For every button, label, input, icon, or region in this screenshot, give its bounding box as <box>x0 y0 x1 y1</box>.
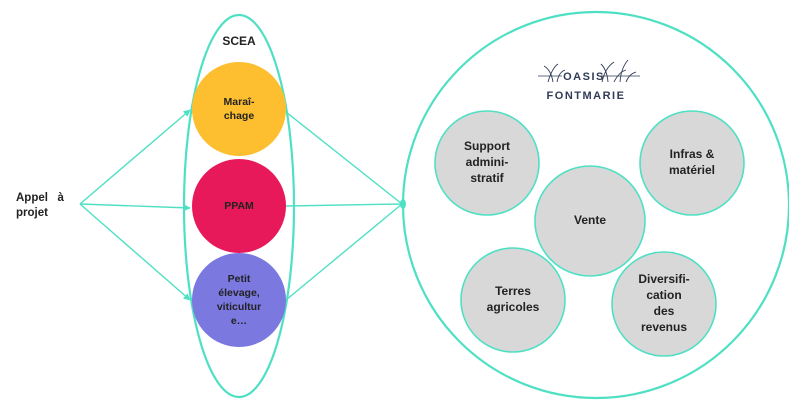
scea-node-label: Petit élevage, viticultur e… <box>217 273 261 327</box>
label-line: Vente <box>574 213 606 227</box>
oasis-node-label: Support admini-stratif <box>464 139 510 185</box>
label-line: Diversifi- <box>638 272 689 286</box>
label-line: Support <box>464 139 510 153</box>
oasis-node-diversification: Diversifi-cation des revenus <box>611 251 717 357</box>
line-elevage-to-oasis <box>285 203 403 301</box>
oasis-fontmarie-logo: OASIS FONTMARIE <box>538 59 640 102</box>
label-line: chage <box>224 110 255 122</box>
oasis-node-circle <box>639 110 745 216</box>
label-line: PPAM <box>224 200 254 212</box>
label-line: admini- <box>466 155 509 169</box>
scea-node-maraichage: Maraî-chage <box>192 62 286 156</box>
oasis-node-label: Diversifi-cation des revenus <box>638 272 689 334</box>
label-line: Maraî- <box>224 96 255 108</box>
oasis-node-circle <box>611 251 717 357</box>
oasis-node-label: Vente <box>574 213 606 227</box>
oasis-fontmarie-container <box>401 10 789 400</box>
leaf-illustration-icon <box>543 59 637 83</box>
scea-node-ppam: PPAM <box>192 159 286 253</box>
label-line: Infras & <box>670 147 715 161</box>
arrow-projet-to-ppam <box>79 203 191 212</box>
label-line: stratif <box>470 171 504 185</box>
oasis-node-support: Support admini-stratif <box>434 110 540 216</box>
label-line: élevage, <box>218 287 260 299</box>
line-ppam-to-oasis <box>285 203 403 207</box>
label-line: Appel à <box>16 192 65 204</box>
oasis-node-label: Terres agricoles <box>487 284 540 314</box>
line-maraichage-to-oasis <box>285 111 403 205</box>
label-line: Petit <box>228 273 251 285</box>
appel-a-projet-label: Appel à projet <box>16 192 65 219</box>
arrow-projet-to-maraichage <box>79 109 191 205</box>
label-line: cation <box>646 288 681 302</box>
logo-oasis-text: OASIS <box>563 71 605 83</box>
label-line: e… <box>231 315 247 327</box>
oasis-node-infras: Infras & matériel <box>639 110 745 216</box>
oasis-nodes: Support admini-stratif Infras & matérielVen… <box>434 110 745 357</box>
label-line: projet <box>16 207 48 219</box>
scea-node-circle <box>192 253 286 347</box>
oasis-node-circle <box>434 110 540 216</box>
logo-fontmarie-text: FONTMARIE <box>547 90 626 102</box>
scea-node-circle <box>192 62 286 156</box>
oasis-node-label: Infras & matériel <box>669 147 715 177</box>
connector-lines <box>79 109 406 301</box>
oasis-node-circle <box>460 247 566 353</box>
scea-title: SCEA <box>222 34 256 48</box>
label-line: matériel <box>669 163 715 177</box>
scea-node-label: Maraî-chage <box>224 96 255 122</box>
label-line: des <box>654 304 675 318</box>
scea-container <box>182 13 296 399</box>
scea-node-circle <box>192 159 286 253</box>
scea-node-label: PPAM <box>224 200 254 212</box>
label-line: viticultur <box>217 301 261 313</box>
scea-node-elevage: Petit élevage, viticultur e… <box>192 253 286 347</box>
label-line: revenus <box>641 320 687 334</box>
oasis-node-vente: Vente <box>534 165 646 277</box>
oasis-node-circle <box>534 165 646 277</box>
arrow-projet-to-elevage <box>79 203 191 301</box>
oasis-node-terres: Terres agricoles <box>460 247 566 353</box>
label-line: agricoles <box>487 300 540 314</box>
label-line: Terres <box>495 284 531 298</box>
